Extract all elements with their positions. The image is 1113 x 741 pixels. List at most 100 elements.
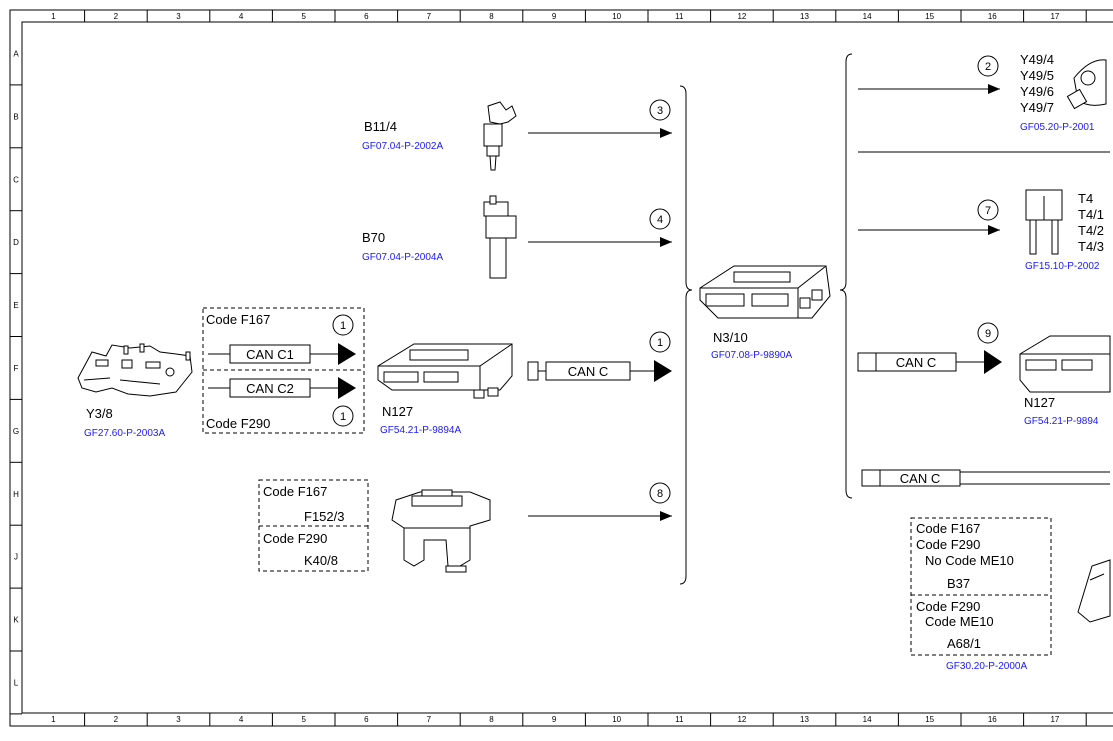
signal-9-circle — [977, 322, 999, 344]
can-c-right-arrow — [857, 350, 1002, 374]
accelerator-pedal-illustration — [1077, 559, 1111, 623]
n127-left-ref-link[interactable]: GF54.21-P-9894A — [380, 425, 461, 436]
y49-label-2: Y49/5 — [1020, 68, 1054, 83]
grid-column-label: 15 — [925, 12, 934, 21]
signal-4-circle — [649, 208, 671, 230]
signal-7-circle — [977, 199, 999, 221]
b37-box-code4: Code ME10 — [925, 614, 994, 629]
b70-sensor-illustration — [483, 195, 517, 279]
n3-10-label: N3/10 — [713, 330, 748, 345]
signal-3-circle — [649, 99, 671, 121]
b37-box-code2: Code F290 — [916, 537, 980, 552]
y49-label-3: Y49/6 — [1020, 84, 1054, 99]
n3-10-ref-link[interactable]: GF07.08-P-9890A — [711, 350, 792, 361]
grid-column-label: 5 — [301, 12, 306, 21]
f152-box-part1: F152/3 — [304, 509, 344, 524]
output-bracket — [839, 53, 853, 499]
grid-row-label: D — [13, 238, 19, 247]
f152-box-part2: K40/8 — [304, 553, 338, 568]
grid-column-label: 14 — [863, 715, 872, 724]
t4-ref-link[interactable]: GF15.10-P-2002 — [1025, 261, 1100, 272]
t4-label-1: T4 — [1078, 191, 1093, 206]
grid-row-label: B — [13, 112, 18, 121]
t4-label-2: T4/1 — [1078, 207, 1104, 222]
y49-solenoid-illustration — [1066, 59, 1107, 110]
can-code-box — [202, 307, 365, 434]
grid-column-label: 7 — [427, 12, 432, 21]
n127-right-ref-link[interactable]: GF54.21-P-9894 — [1024, 416, 1099, 427]
can-box-circle-bottom-num: 1 — [340, 411, 346, 423]
t4-antenna-illustration — [1025, 189, 1063, 255]
t4-label-4: T4/3 — [1078, 239, 1104, 254]
can-box-code-bottom: Code F290 — [206, 416, 270, 431]
grid-column-label: 12 — [737, 12, 746, 21]
signal-8-num: 8 — [657, 488, 663, 500]
can-c1-label: CAN C1 — [246, 347, 294, 362]
grid-row-label: E — [13, 301, 18, 310]
y49-ref-link[interactable]: GF05.20-P-2001 — [1020, 122, 1095, 133]
n127-control-unit-illustration — [377, 343, 513, 399]
b37-ref-link[interactable]: GF30.20-P-2000A — [946, 661, 1027, 672]
grid-column-label: 7 — [427, 715, 432, 724]
f152-box-code1: Code F167 — [263, 484, 327, 499]
grid-column-label: 13 — [800, 12, 809, 21]
b37-box-part2: A68/1 — [947, 636, 981, 651]
b37-box-part1: B37 — [947, 576, 970, 591]
signal-1-circle — [649, 331, 671, 353]
signal-7-num: 7 — [985, 205, 991, 217]
grid-column-label: 14 — [863, 12, 872, 21]
signal-2-num: 2 — [985, 61, 991, 73]
y3-8-ref-link[interactable]: GF27.60-P-2003A — [84, 428, 165, 439]
y3-8-valve-body-illustration — [77, 343, 193, 397]
can-c2-label: CAN C2 — [246, 381, 294, 396]
grid-column-label: 17 — [1050, 12, 1059, 21]
grid-column-label: 2 — [114, 715, 119, 724]
grid-column-label: 1 — [51, 715, 56, 724]
grid-column-label: 6 — [364, 715, 369, 724]
grid-column-label: 16 — [988, 12, 997, 21]
b70-label: B70 — [362, 230, 385, 245]
grid-column-label: 8 — [489, 715, 494, 724]
b11-4-sensor-illustration — [483, 101, 517, 171]
grid-column-label: 3 — [176, 715, 181, 724]
t4-label-3: T4/2 — [1078, 223, 1104, 238]
signal-2-circle — [977, 55, 999, 77]
input-bracket — [679, 85, 693, 585]
fuse-relay-module-illustration — [391, 489, 491, 573]
b37-box-note: No Code ME10 — [925, 553, 1014, 568]
grid-column-label: 9 — [552, 715, 557, 724]
n127-left-label: N127 — [382, 404, 413, 419]
signal-9-num: 9 — [985, 328, 991, 340]
grid-column-label: 17 — [1050, 715, 1059, 724]
grid-row-label: J — [14, 553, 18, 562]
can-c1-arrow — [208, 343, 356, 365]
can-box-code-top: Code F167 — [206, 312, 270, 327]
grid-column-label: 8 — [489, 12, 494, 21]
grid-column-label: 11 — [675, 12, 684, 21]
b11-4-label: B11/4 — [364, 119, 397, 134]
signal-3-num: 3 — [657, 105, 663, 117]
grid-column-label: 3 — [176, 12, 181, 21]
can-box-circle-top-num: 1 — [340, 320, 346, 332]
f152-k40-code-box — [258, 479, 369, 572]
grid-column-label: 10 — [612, 12, 621, 21]
n127-right-label: N127 — [1024, 395, 1055, 410]
grid-column-label: 9 — [552, 12, 557, 21]
signal-4-num: 4 — [657, 214, 663, 226]
can-c-mid-arrow — [527, 360, 672, 382]
grid-row-label: G — [13, 427, 19, 436]
b11-4-ref-link[interactable]: GF07.04-P-2002A — [362, 141, 443, 152]
grid-row-label: C — [13, 175, 19, 184]
grid-column-label: 12 — [737, 715, 746, 724]
grid-column-label: 5 — [301, 715, 306, 724]
grid-column-label: 4 — [239, 12, 244, 21]
can-box-circle-top — [332, 314, 354, 336]
b70-ref-link[interactable]: GF07.04-P-2004A — [362, 252, 443, 263]
grid-row-label: L — [14, 678, 19, 687]
can-c-bottom-label: CAN C — [900, 471, 940, 486]
b37-box-code3: Code F290 — [916, 599, 980, 614]
n127-right-control-unit-illustration — [1019, 335, 1111, 393]
